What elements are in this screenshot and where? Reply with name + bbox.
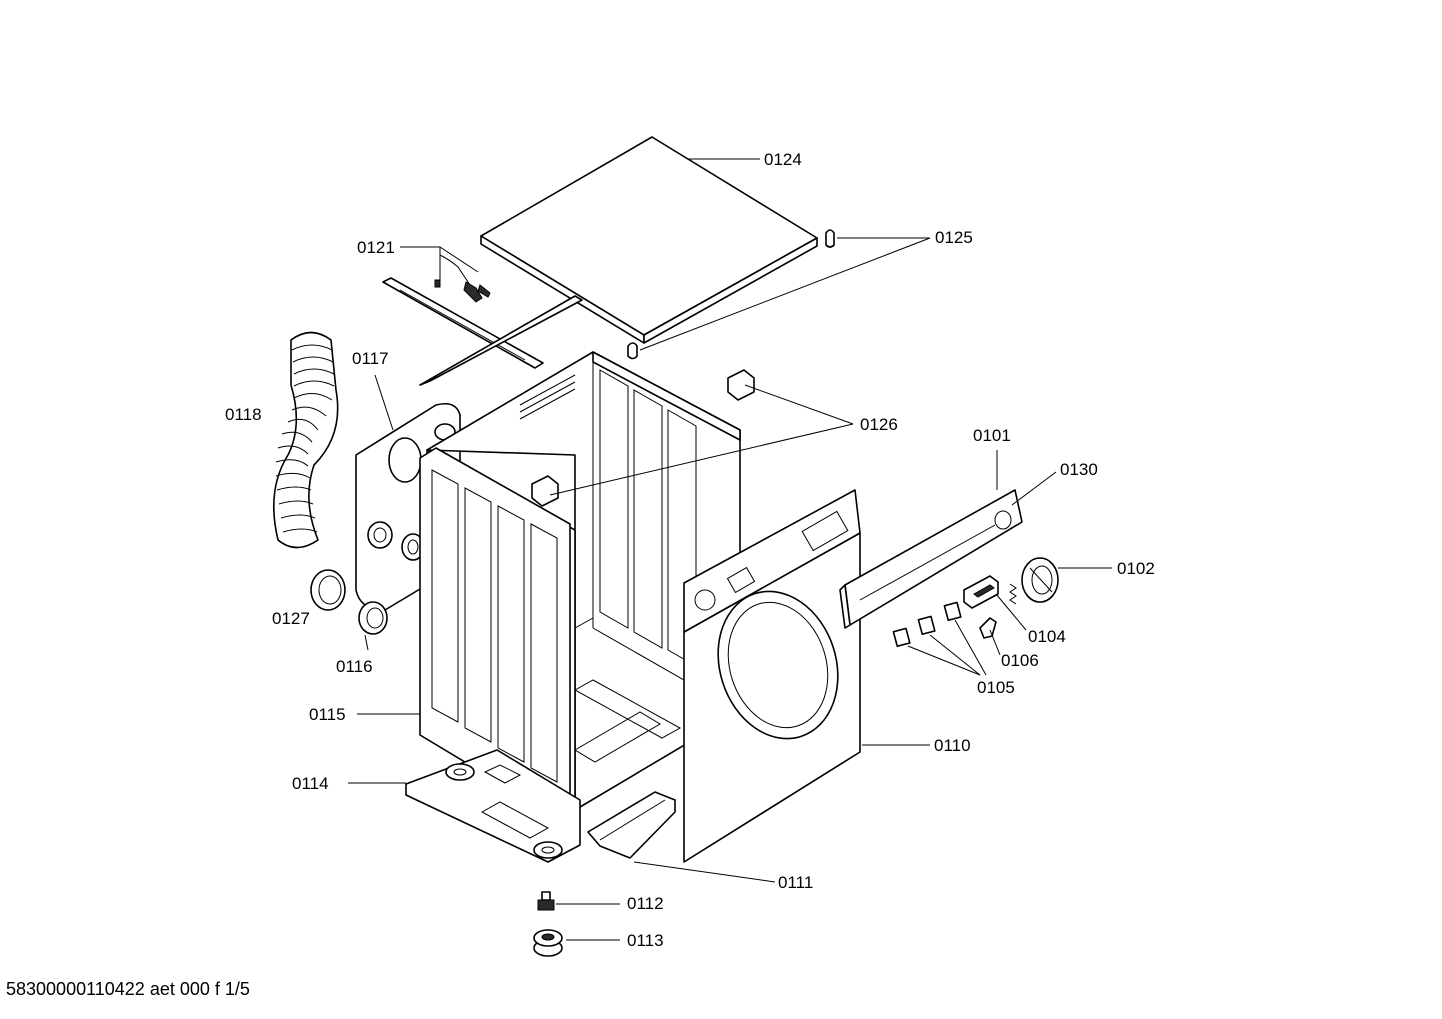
callout-0115: 0115 [309, 705, 346, 724]
document-code: 58300000110422 aet 000 f 1/5 [6, 979, 250, 999]
callout-0114: 0114 [292, 774, 329, 793]
hose-seal-part [310, 569, 346, 611]
callout-0111: 0111 [778, 873, 813, 892]
program-knob-part [1021, 557, 1059, 603]
leader-lines [348, 158, 1112, 941]
service-flap-part [587, 791, 676, 859]
top-cover-part [480, 136, 818, 344]
exhaust-hose-part [273, 331, 339, 549]
callout-0106: 0106 [1001, 651, 1039, 670]
callout-0127: 0127 [272, 609, 310, 628]
spring-clip-part [979, 617, 997, 639]
top-strip-part [382, 254, 583, 386]
callout-0110: 0110 [934, 736, 971, 755]
base-plate-part [405, 749, 581, 863]
front-panel-part [683, 489, 861, 863]
cover-cap-part [358, 601, 388, 635]
foot-pad-part [533, 929, 563, 957]
callout-0118: 0118 [225, 405, 262, 424]
control-fascia-part [839, 489, 1023, 629]
callout-0104: 0104 [1028, 627, 1066, 646]
callout-0101: 0101 [973, 426, 1011, 445]
callout-0112: 0112 [627, 894, 664, 913]
adjustable-foot-part [537, 891, 555, 911]
callout-0105: 0105 [977, 678, 1015, 697]
callout-0121: 0121 [357, 238, 395, 257]
cover-clip-part [627, 229, 835, 360]
callout-0126: 0126 [860, 415, 898, 434]
callout-0116: 0116 [336, 657, 373, 676]
bracket-part [531, 369, 755, 507]
switch-unit-part [963, 575, 1017, 609]
callout-0124: 0124 [764, 150, 802, 169]
callout-0125: 0125 [935, 228, 973, 247]
callout-0117: 0117 [352, 349, 389, 368]
callout-0130: 0130 [1060, 460, 1098, 479]
callout-0113: 0113 [627, 931, 664, 950]
push-button-part [892, 601, 962, 648]
callout-0102: 0102 [1117, 559, 1155, 578]
callout-labels: 0124 0125 0121 0117 0118 0126 0101 0130 … [225, 150, 1155, 950]
